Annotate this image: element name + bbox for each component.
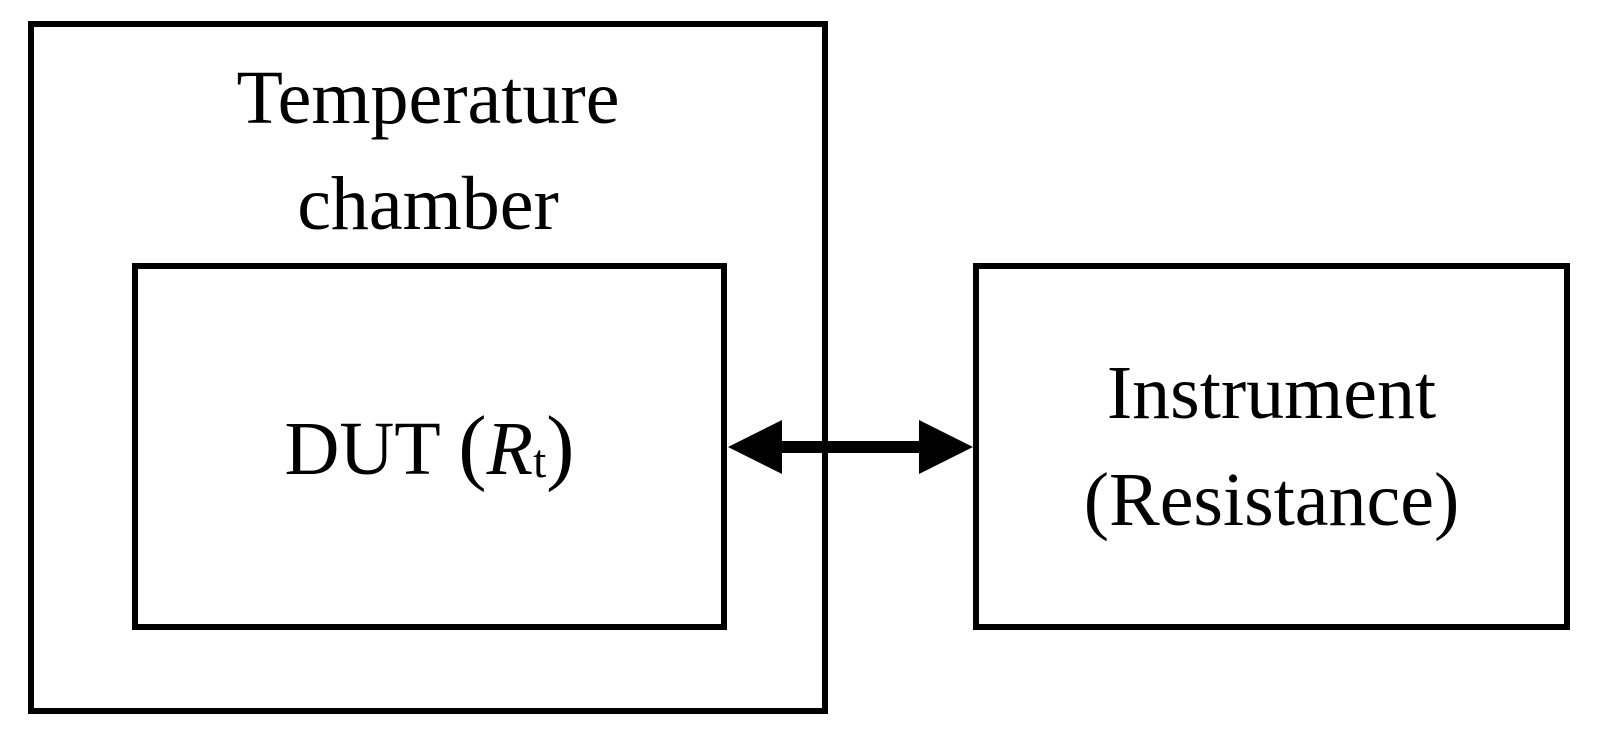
dut-box: DUT (Rt) — [132, 263, 727, 630]
instrument-label-line2: (Resistance) — [1083, 457, 1460, 542]
chamber-label-line1: Temperature — [236, 56, 620, 140]
temperature-chamber-label: Temperature chamber — [34, 45, 822, 258]
dut-resistance-symbol: R — [486, 406, 534, 491]
double-headed-arrow-icon — [728, 420, 973, 474]
dut-close-paren: ) — [546, 398, 575, 493]
dut-open-paren: ( — [458, 398, 487, 493]
dut-resistance-subscript: t — [533, 435, 547, 488]
dut-label-text: DUT — [284, 406, 459, 491]
chamber-label-line2: chamber — [297, 162, 559, 247]
instrument-box: Instrument (Resistance) — [973, 263, 1570, 630]
instrument-label-line1: Instrument — [1106, 351, 1437, 436]
instrument-label: Instrument (Resistance) — [1084, 340, 1460, 553]
dut-label: DUT (Rt) — [284, 403, 574, 491]
